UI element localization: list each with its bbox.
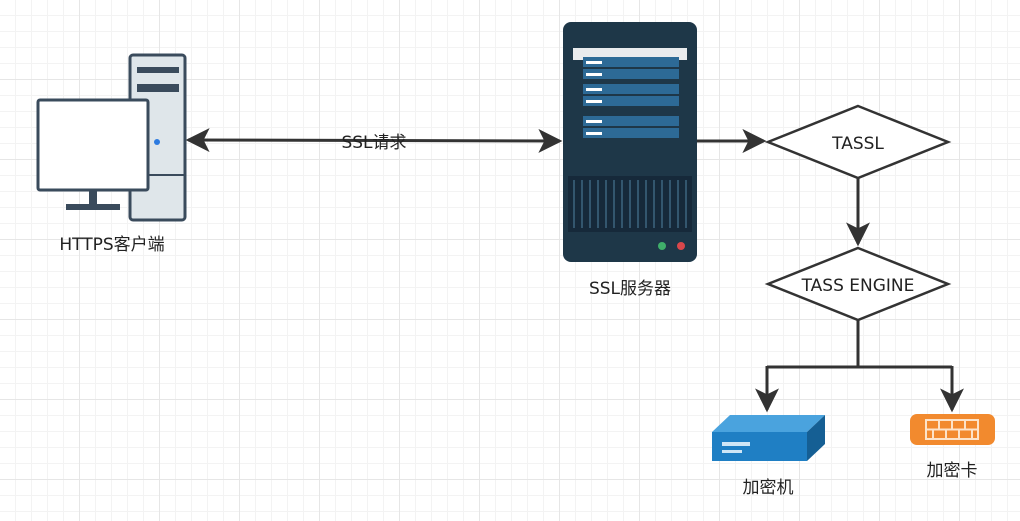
desktop-computer-icon xyxy=(36,53,187,222)
encryption-card-icon xyxy=(910,414,995,445)
edge-engine-split xyxy=(767,320,952,369)
client-label: HTTPS客户端 xyxy=(59,235,164,255)
hardware-security-module-icon xyxy=(712,415,825,461)
server-label: SSL服务器 xyxy=(589,279,671,299)
tassl-diamond xyxy=(764,104,952,180)
edge-label-ssl-request: SSL请求 xyxy=(341,133,406,153)
hsm-label: 加密机 xyxy=(743,478,794,498)
card-label: 加密卡 xyxy=(927,461,978,481)
server-rack-icon xyxy=(563,22,697,262)
tassl-label: TASSL xyxy=(831,134,884,154)
engine-label: TASS ENGINE xyxy=(801,276,915,296)
engine-diamond xyxy=(764,246,952,322)
edge-client-server xyxy=(185,128,563,153)
